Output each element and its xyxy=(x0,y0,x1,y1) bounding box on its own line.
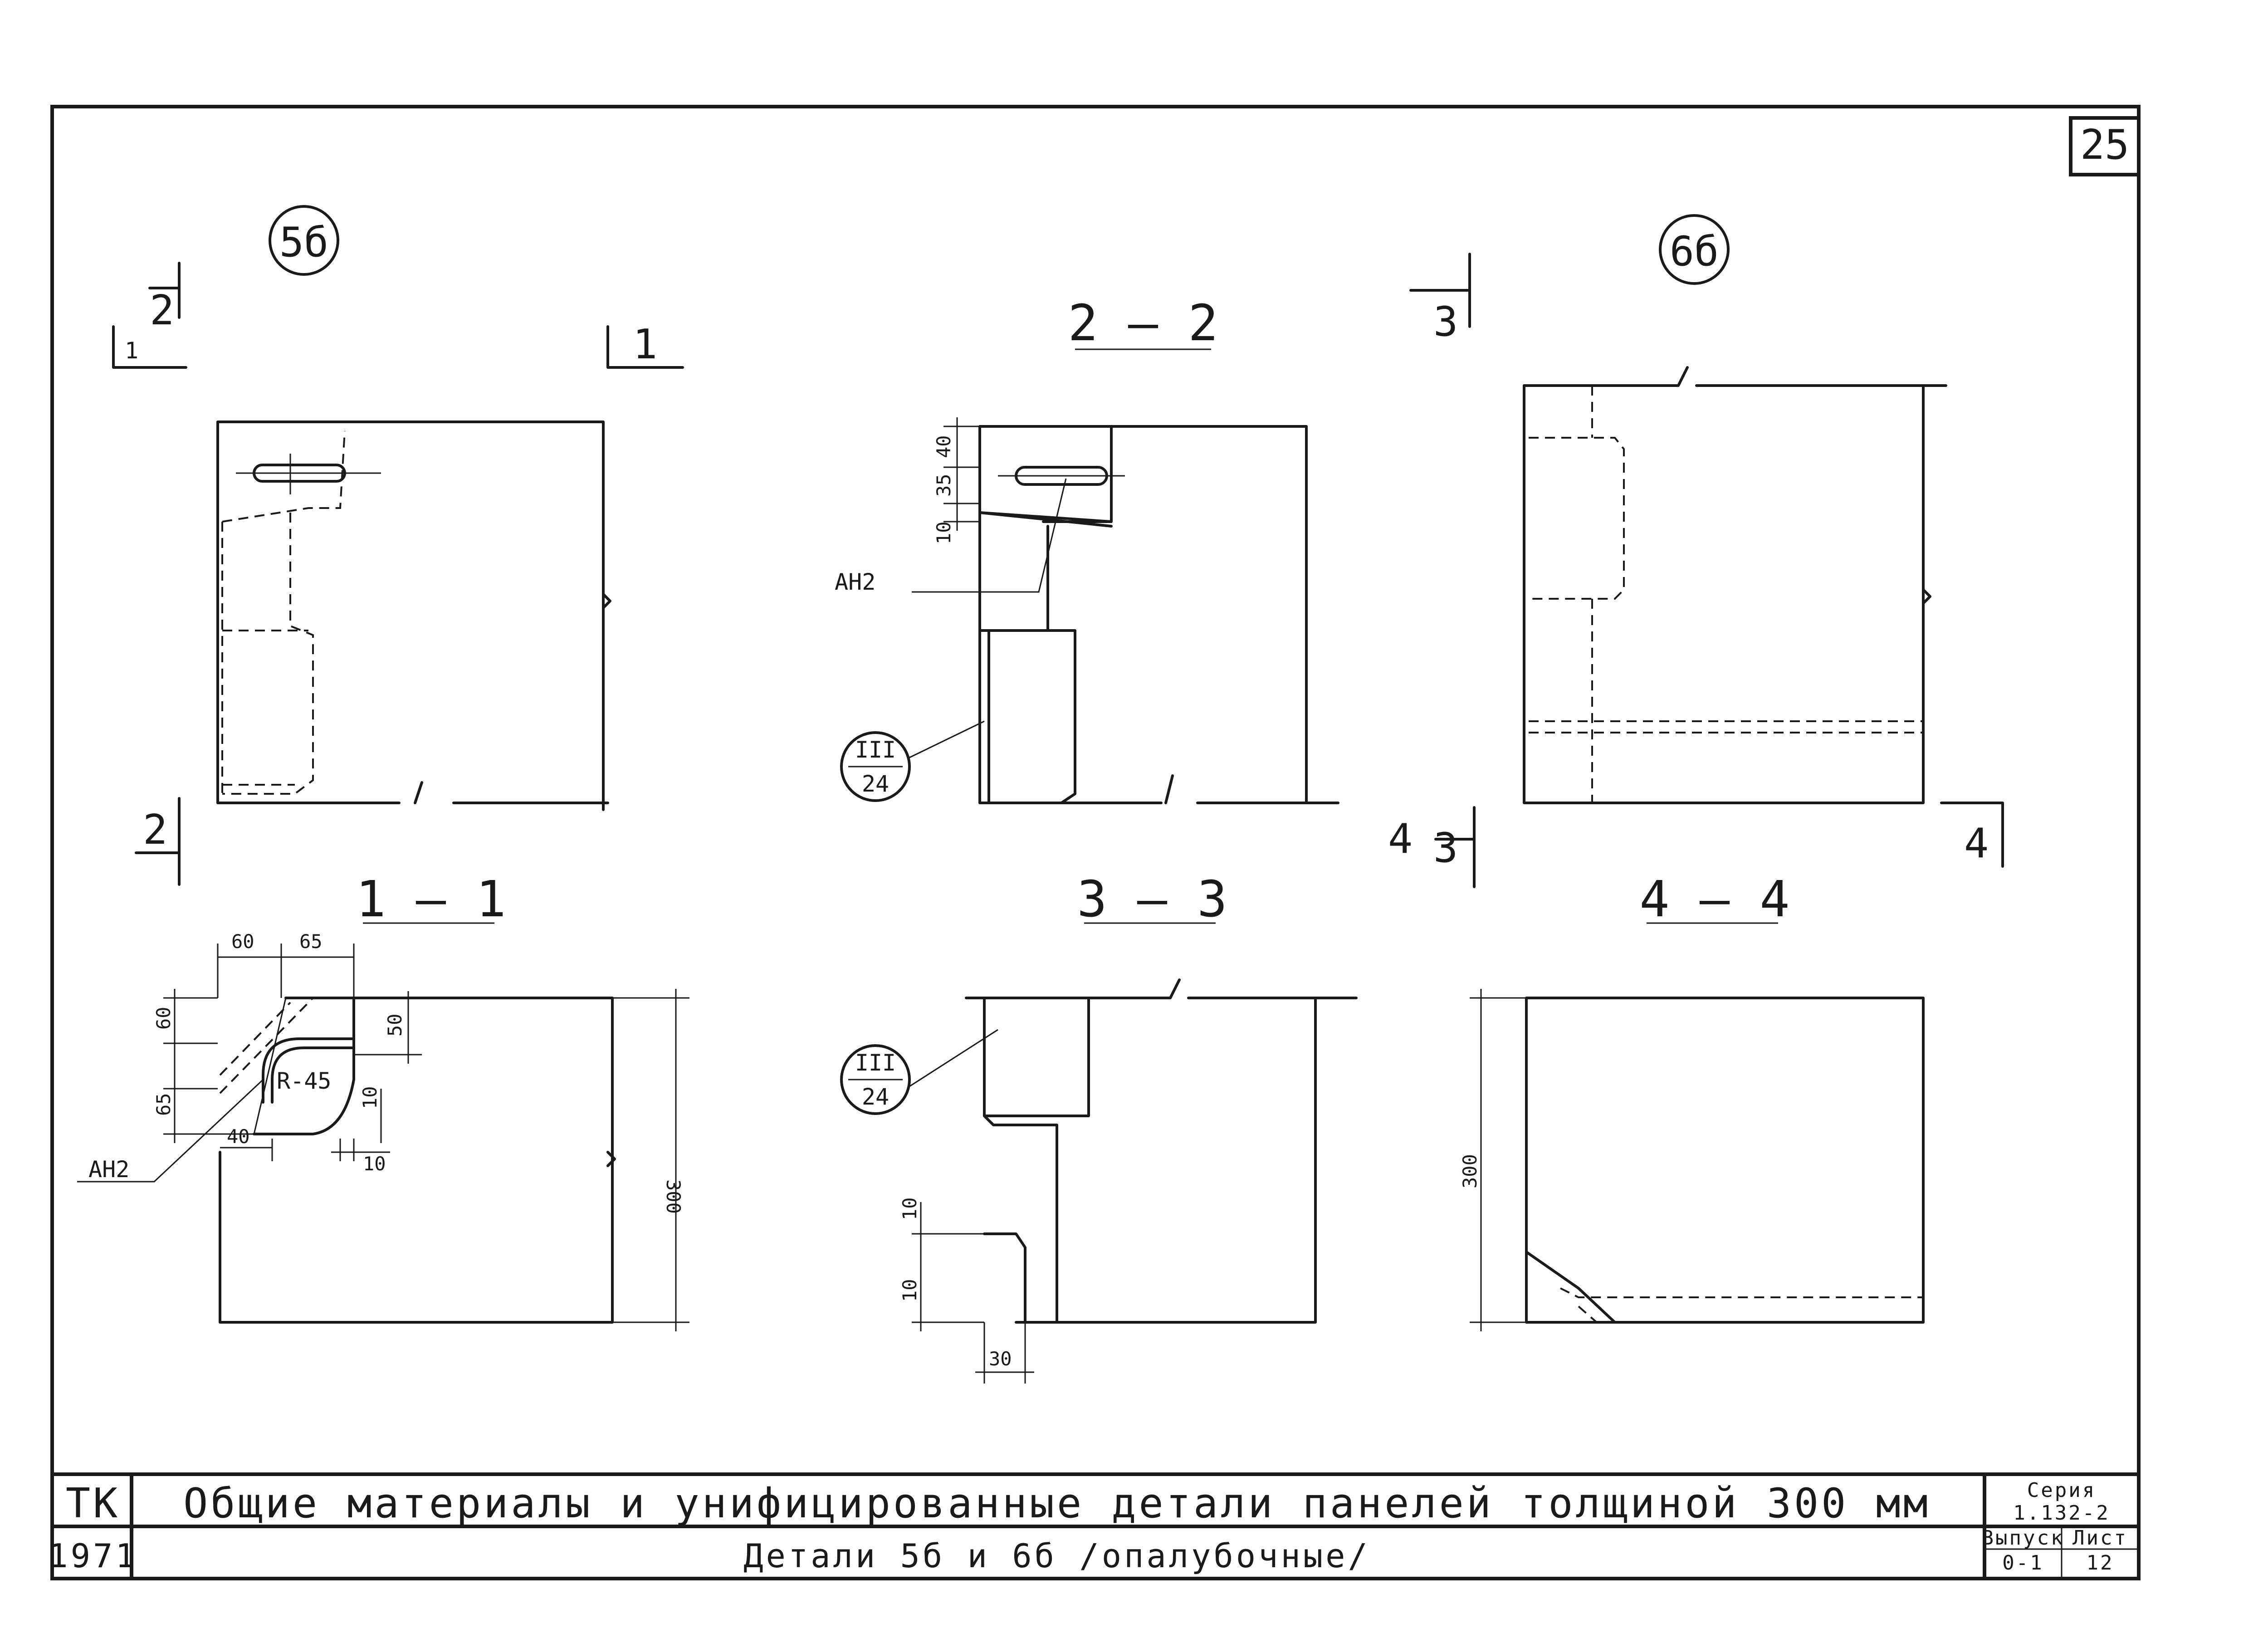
dim-22-40: 40 xyxy=(933,435,955,458)
dim-11-60-top: 60 xyxy=(231,930,254,953)
detail-5b-label: 5б xyxy=(279,219,328,266)
title-block: ТК 1971 Общие материалы и унифицированны… xyxy=(48,1472,2139,1579)
tb-org: ТК xyxy=(66,1480,120,1527)
ref-circle-22 xyxy=(840,731,911,802)
detail-5b-elevation: 5б 2 1 1 2 xyxy=(112,205,684,886)
dim-22-35: 35 xyxy=(933,474,955,497)
section-3-3-title: 3 — 3 xyxy=(1077,870,1227,928)
cut-mark-1-right: 1 xyxy=(633,321,657,368)
cut-mark-4-right: 4 xyxy=(1964,820,1989,867)
ref-33-top: III xyxy=(855,1050,896,1076)
detail-6b-elevation: 6б 3 4 3 4 xyxy=(1388,214,2004,888)
section-3-3: 3 — 3 III 24 10 10 30 xyxy=(840,870,1358,1384)
sheet-number: 25 xyxy=(2080,121,2129,169)
dim-44-300: 300 xyxy=(1459,1154,1481,1188)
ref-22-bottom: 24 xyxy=(862,771,889,797)
callout-radius: R-45 xyxy=(277,1068,331,1094)
tb-issue-value: 0-1 xyxy=(2002,1551,2043,1574)
cut-mark-2-top: 2 xyxy=(150,287,174,334)
dim-11-60-left: 60 xyxy=(152,1007,175,1030)
section-1-1: 1 — 1 60 65 60 65 50 10 40 10 R-45 300 А… xyxy=(77,870,689,1331)
ref-33-bottom: 24 xyxy=(862,1084,889,1110)
tb-series-label: Серия xyxy=(2027,1479,2096,1502)
section-4-4: 4 — 4 300 xyxy=(1459,870,1925,1331)
dim-33-10-b: 10 xyxy=(899,1279,921,1302)
dim-11-10-right: 10 xyxy=(359,1086,381,1109)
section-4-4-title: 4 — 4 xyxy=(1639,870,1789,928)
section-4-4-outline xyxy=(1525,997,1925,1324)
callout-an2-22: АН2 xyxy=(835,569,875,595)
section-1-1-title: 1 — 1 xyxy=(356,870,506,928)
callout-an2-11: АН2 xyxy=(88,1156,129,1183)
dim-11-300: 300 xyxy=(662,1179,684,1214)
tb-subtitle: Детали 5б и 6б /опалубочные/ xyxy=(743,1537,1370,1575)
cut-mark-3-mid: 3 xyxy=(1433,824,1458,872)
section-2-2: 2 — 2 40 35 10 АН2 III 24 xyxy=(835,294,1339,804)
detail-5b-marker xyxy=(269,205,339,276)
dim-11-50: 50 xyxy=(384,1013,406,1037)
cut-mark-4-mid: 4 xyxy=(1388,815,1413,863)
tb-series-value: 1.132-2 xyxy=(2013,1501,2110,1525)
cut-mark-2-bottom: 2 xyxy=(143,806,167,854)
sheet-frame xyxy=(50,105,2141,1580)
sheet-number-box xyxy=(2069,116,2141,176)
tb-issue-label: Выпуск xyxy=(1982,1526,2065,1550)
dim-22-10: 10 xyxy=(933,521,955,544)
tb-sheet-label: Лист xyxy=(2072,1526,2128,1550)
dim-11-65-left-a: 65 xyxy=(152,1093,175,1116)
cut-mark-1-left: 1 xyxy=(125,337,138,364)
dim-33-10-a: 10 xyxy=(899,1197,921,1220)
tb-title: Общие материалы и унифицированные детали… xyxy=(183,1480,1931,1527)
ref-circle-33 xyxy=(840,1044,911,1115)
dim-11-40: 40 xyxy=(227,1125,250,1148)
section-2-2-title: 2 — 2 xyxy=(1068,294,1218,352)
detail-6b-marker xyxy=(1659,214,1730,285)
dim-11-10-bottom: 10 xyxy=(363,1153,386,1175)
tb-year: 1971 xyxy=(48,1537,137,1575)
detail-6b-label: 6б xyxy=(1670,228,1719,275)
dim-33-30: 30 xyxy=(989,1348,1012,1370)
cut-mark-3-top: 3 xyxy=(1433,298,1458,346)
tb-sheet-value: 12 xyxy=(2087,1551,2114,1574)
ref-22-top: III xyxy=(855,737,896,763)
dim-11-65-top: 65 xyxy=(299,930,323,953)
